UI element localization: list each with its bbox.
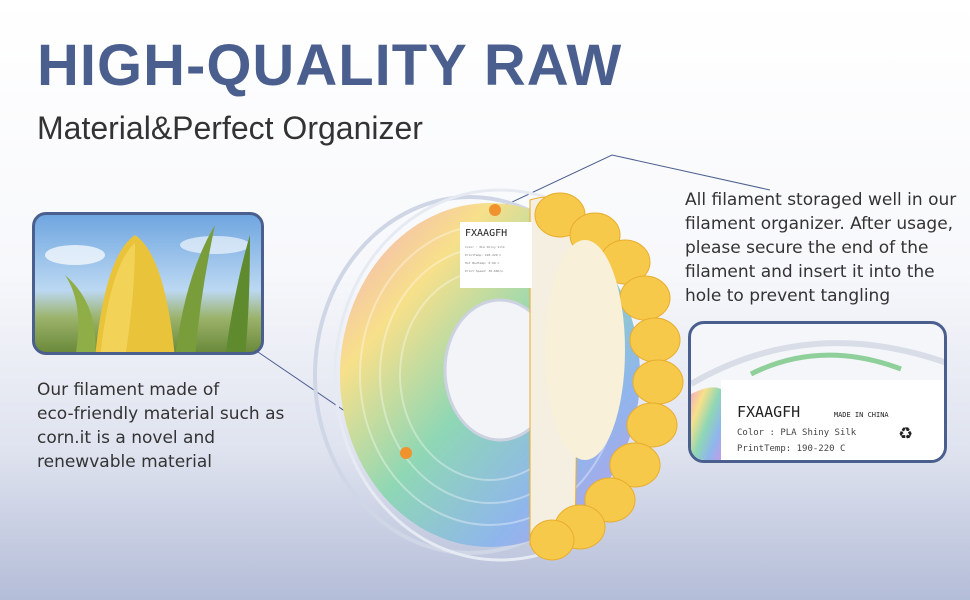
right-text-line: filament and insert it into the xyxy=(685,262,935,282)
subheadline: Material&Perfect Organizer xyxy=(37,110,423,146)
right-text-line: hole to prevent tangling xyxy=(685,286,891,306)
corn-illustration xyxy=(45,225,250,352)
headline: HIGH-QUALITY RAW xyxy=(37,33,623,98)
closeup-label: FXAAGFH MADE IN CHINA Color : PLA Shiny … xyxy=(721,380,944,460)
right-text-line: All filament storaged well in our xyxy=(685,190,957,210)
left-description: Our filament made of eco-friendly materi… xyxy=(37,378,284,474)
right-callout-line xyxy=(494,154,771,211)
right-text-line: filament organizer. After usage, xyxy=(685,214,954,234)
callout-dot-top xyxy=(489,204,501,216)
closeup-origin: MADE IN CHINA xyxy=(833,411,889,419)
callout-dot-bottom xyxy=(400,447,412,459)
left-text-line: renewvable material xyxy=(37,452,213,472)
closeup-brand: FXAAGFH xyxy=(737,403,801,421)
label-closeup: FXAAGFH MADE IN CHINA Color : PLA Shiny … xyxy=(688,321,947,463)
corn-photo xyxy=(32,212,264,355)
right-text-line: please secure the end of the xyxy=(685,238,929,258)
spool-label-print-temp: PrintTemp: 190-220 C xyxy=(465,253,502,257)
right-description: All filament storaged well in our filame… xyxy=(685,188,956,308)
spool-label-color: Color : PLA Shiny Silk xyxy=(465,245,505,249)
spool-label: FXAAGFH Color : PLA Shiny Silk PrintTemp… xyxy=(460,222,532,288)
left-text-line: eco-friendly material such as xyxy=(37,404,285,424)
spool-label-brand: FXAAGFH xyxy=(465,228,508,239)
corn-slices xyxy=(529,192,684,561)
closeup-color: Color : PLA Shiny Silk xyxy=(737,428,857,438)
recycle-icon: ♻ xyxy=(899,420,913,445)
left-text-line: Our filament made of xyxy=(37,380,220,400)
spool-label-print-speed: Print Speed: 30-60m/s xyxy=(465,269,503,273)
closeup-print-temp: PrintTemp: 190-220 C xyxy=(737,444,846,454)
left-text-line: corn.it is a novel and xyxy=(37,428,216,448)
closeup-filament xyxy=(691,340,944,460)
spool-label-bed-temp: Hot BedTemp: 0-60 C xyxy=(465,261,500,265)
